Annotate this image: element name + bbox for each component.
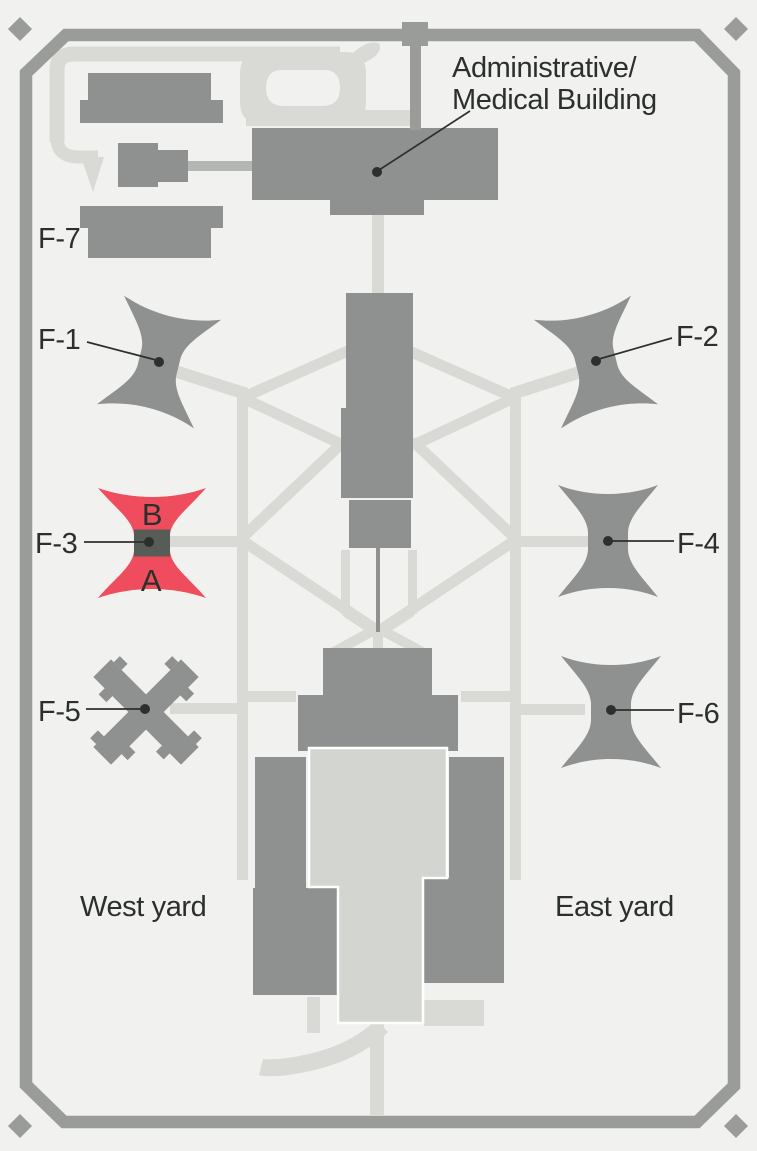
road-swoosh	[258, 1019, 388, 1077]
spine-upper	[346, 293, 413, 409]
spine-lower	[349, 500, 411, 548]
road-f6-connector	[510, 704, 585, 715]
south-east-block	[424, 757, 504, 983]
marker-f5	[140, 704, 150, 714]
leader-f1	[86, 341, 157, 361]
road-zigzag-west	[239, 393, 351, 541]
admin-label-line2: Medical Building	[452, 84, 657, 116]
road-f1-connector	[170, 363, 248, 401]
road-stub-east	[461, 691, 516, 702]
road-vertical-west	[237, 392, 248, 880]
block-f7-building	[80, 206, 223, 258]
unit-b-label: B	[142, 497, 162, 532]
south-west-block	[253, 757, 337, 995]
marker-f6	[606, 705, 616, 715]
road-southeast-stub	[424, 1000, 484, 1026]
south-tier-2	[298, 695, 458, 751]
road-zigzag-east	[406, 393, 518, 541]
corner-diamond-top-right	[723, 16, 749, 42]
label-f2: F-2	[676, 321, 718, 353]
label-f3: F-3	[35, 528, 77, 560]
south-courtyard	[307, 746, 449, 1025]
parking-loop-hook	[342, 42, 381, 72]
block-f3-highlighted: B A	[98, 488, 206, 598]
annotations-layer: Administrative/ Medical Building F-7 F-1…	[35, 52, 720, 923]
label-f1: F-1	[38, 324, 80, 356]
road-vertical-east	[510, 392, 521, 880]
leader-admin	[378, 110, 471, 171]
corner-diamond-top-left	[7, 16, 33, 42]
small-west-building	[118, 143, 188, 187]
leader-f2	[598, 337, 673, 360]
marker-f2	[591, 356, 601, 366]
label-f4: F-4	[677, 528, 720, 560]
road-flank-west	[341, 550, 350, 614]
road-courtyard-stub	[307, 997, 320, 1033]
road-flank-east	[408, 550, 417, 614]
marker-f3	[144, 537, 154, 547]
label-f5: F-5	[38, 696, 80, 728]
label-west-yard: West yard	[80, 891, 206, 923]
corner-diamond-bottom-right	[723, 1113, 749, 1139]
road-admin-to-spine	[372, 213, 384, 295]
south-complex	[253, 648, 504, 1025]
label-f7: F-7	[38, 223, 80, 255]
road-stub-west	[242, 691, 296, 702]
label-f6: F-6	[677, 698, 719, 730]
road-waist-stub-east	[412, 438, 424, 450]
road-above-admin	[246, 110, 410, 126]
north-gate-road	[410, 40, 421, 130]
marker-f4	[603, 536, 613, 546]
marker-f1	[154, 357, 164, 367]
central-spine-building	[341, 293, 413, 632]
f-blocks-layer: B A	[58, 295, 661, 800]
label-east-yard: East yard	[555, 891, 674, 923]
road-f5-connector	[170, 703, 247, 714]
buildings-layer	[80, 73, 504, 1025]
spine-middle	[341, 408, 413, 498]
small-west-building-right	[150, 150, 188, 182]
perimeter-fence	[19, 28, 741, 1129]
corner-diamond-bottom-left	[7, 1113, 33, 1139]
parking-loop-island	[266, 70, 340, 106]
perimeter-loop-road	[49, 46, 340, 142]
loop-road-corner	[50, 137, 98, 164]
marker-admin	[372, 167, 382, 177]
spine-walkway	[376, 548, 380, 632]
road-f2-connector	[510, 363, 588, 401]
northwest-building	[80, 73, 223, 123]
road-f4-connector	[514, 536, 590, 547]
south-tier-1	[323, 648, 432, 697]
admin-label-line1: Administrative/	[452, 52, 638, 84]
road-f3-connector	[168, 536, 243, 547]
admin-west-connector	[188, 161, 252, 171]
unit-a-label: A	[141, 563, 162, 598]
road-bottom-vertical	[370, 1023, 384, 1115]
road-taper	[81, 157, 104, 192]
